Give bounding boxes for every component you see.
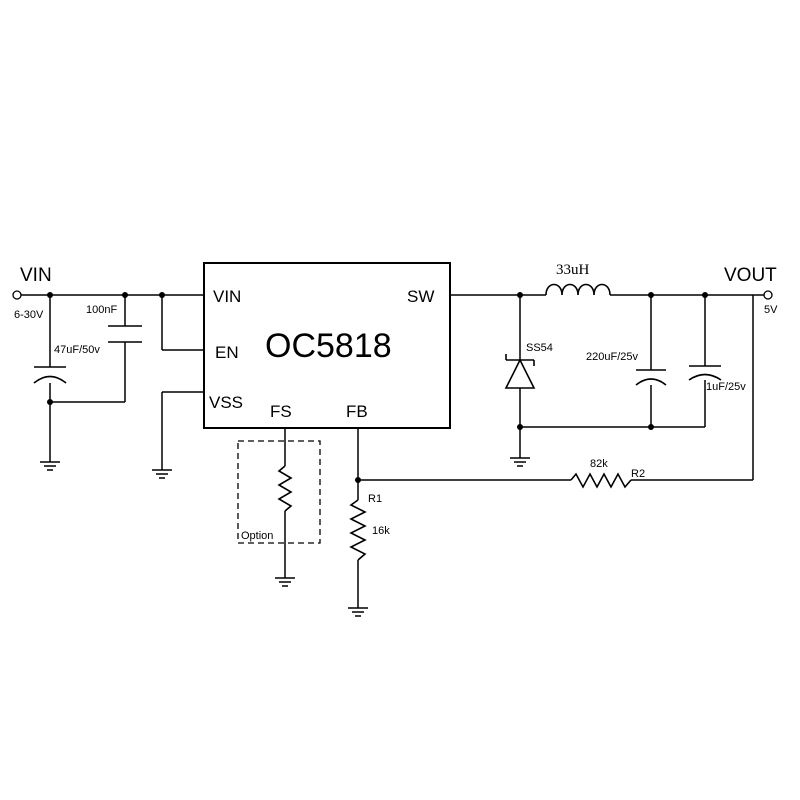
ground-symbol xyxy=(40,461,60,471)
input-decoupling-capacitor-value: 100nF xyxy=(86,304,117,316)
ic-name: OC5818 xyxy=(265,327,392,365)
ground-symbol xyxy=(348,607,368,617)
junction-dot xyxy=(517,292,523,298)
junction-dot xyxy=(702,292,708,298)
pin-label-vss: VSS xyxy=(209,393,243,412)
junction-dot xyxy=(122,292,128,298)
ic-body xyxy=(203,262,451,429)
inductor-value: 33uH xyxy=(556,262,590,278)
pin-label-vin: VIN xyxy=(213,287,241,306)
vout-terminal xyxy=(763,290,773,300)
junction-dot xyxy=(648,424,654,430)
r2-designator: R2 xyxy=(631,468,645,480)
output-ceramic-capacitor xyxy=(688,365,722,381)
resistor-r2 xyxy=(570,472,632,489)
pin-label-fb: FB xyxy=(346,402,368,421)
resistor-r1 xyxy=(349,499,367,561)
feedback-wiring xyxy=(357,428,753,608)
ground-symbol xyxy=(510,457,530,467)
r1-value: 16k xyxy=(372,525,390,537)
output-bulk-capacitor xyxy=(635,369,667,386)
fs-option-box xyxy=(237,440,321,544)
output-bulk-capacitor-value: 220uF/25v xyxy=(586,351,638,363)
pin-label-en: EN xyxy=(215,343,239,362)
input-bulk-capacitor-value: 47uF/50v xyxy=(54,344,100,356)
junction-dot xyxy=(648,292,654,298)
r1-designator: R1 xyxy=(368,493,382,505)
pin-label-fs: FS xyxy=(270,402,292,421)
pin-label-sw: SW xyxy=(407,287,434,306)
schottky-diode-symbol xyxy=(504,348,536,389)
input-decoupling-capacitor xyxy=(108,325,142,343)
output-ceramic-capacitor-value: 1uF/25v xyxy=(706,381,746,393)
junction-dot xyxy=(47,292,53,298)
ground-symbol xyxy=(152,469,172,479)
output-wiring xyxy=(450,294,764,480)
ground-symbol xyxy=(275,577,295,587)
vin-label: VIN xyxy=(20,265,52,286)
junction-dot xyxy=(47,399,53,405)
vout-label: VOUT xyxy=(724,265,777,286)
diode-part-number: SS54 xyxy=(526,342,553,354)
junction-dot xyxy=(355,477,361,483)
fs-option-label: Option xyxy=(241,530,273,542)
inductor-symbol xyxy=(545,283,611,296)
r2-value: 82k xyxy=(590,458,608,470)
vout-voltage: 5V xyxy=(764,304,778,316)
vin-terminal xyxy=(12,290,22,300)
junction-dot xyxy=(159,292,165,298)
fs-option-resistor xyxy=(277,428,293,578)
vin-range: 6-30V xyxy=(14,309,44,321)
input-bulk-capacitor xyxy=(33,366,67,384)
input-wiring xyxy=(21,294,204,470)
junction-dot xyxy=(517,424,523,430)
